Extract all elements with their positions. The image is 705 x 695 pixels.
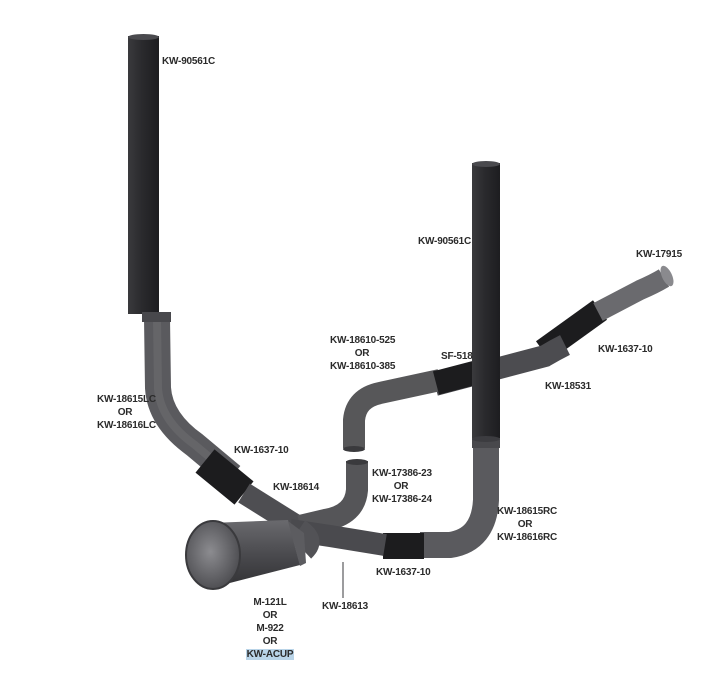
- label-elbow-right-end: KW-17915: [636, 249, 682, 260]
- label-elbow-mid-top-line2: OR: [354, 348, 370, 359]
- label-elbow-left-line1: KW-18615LC: [97, 394, 156, 405]
- label-elbow-left: KW-18615LC OR KW-18616LC: [97, 393, 156, 432]
- label-muffler-line2: OR: [262, 610, 278, 621]
- y-pipe: [288, 519, 387, 559]
- label-muffler-line1: M-121L: [253, 597, 287, 608]
- label-y-pipe: KW-18613: [322, 601, 368, 612]
- label-elbow-right: KW-18615RC OR KW-18616RC: [497, 505, 558, 544]
- left-elbow: [142, 312, 241, 486]
- label-pipe-left: KW-18614: [273, 482, 319, 493]
- label-muffler-line5: KW-ACUP: [244, 648, 296, 661]
- label-elbow-mid-top: KW-18610-525 OR KW-18610-385: [330, 334, 396, 373]
- label-clamp-sf: SF-518: [441, 351, 473, 362]
- right-stack: [472, 161, 500, 439]
- label-stack-right: KW-90561C: [418, 236, 472, 247]
- right-elbow: [420, 436, 500, 558]
- label-elbow-right-line1: KW-18615RC: [497, 506, 558, 517]
- muffler-highlight-text: KW-ACUP: [245, 649, 295, 660]
- label-elbow-center-line1: KW-17386-23: [372, 468, 432, 479]
- label-clamp-upper-right: KW-1637-10: [598, 344, 653, 355]
- label-muffler-line4: OR: [262, 636, 278, 647]
- label-clamp-bottom: KW-1637-10: [376, 567, 431, 578]
- left-clamp: [195, 449, 254, 505]
- right-upper-assembly: [535, 265, 674, 361]
- label-elbow-mid-top-line1: KW-18610-525: [330, 335, 396, 346]
- label-elbow-left-line2: OR: [117, 407, 133, 418]
- label-elbow-left-line3: KW-18616LC: [97, 420, 156, 431]
- label-elbow-center-line2: OR: [393, 481, 409, 492]
- label-pipe-right: KW-18531: [545, 381, 591, 392]
- label-muffler: M-121L OR M-922 OR KW-ACUP: [244, 596, 296, 661]
- sf518-clamp: [432, 360, 482, 395]
- left-pipe: [238, 483, 306, 538]
- center-elbow: [297, 459, 368, 537]
- label-clamp-left: KW-1637-10: [234, 445, 289, 456]
- label-stack-left: KW-90561C: [162, 56, 216, 67]
- label-elbow-center: KW-17386-23 OR KW-17386-24: [372, 467, 432, 506]
- right-cross-pipe: [432, 335, 570, 396]
- label-elbow-right-line2: OR: [517, 519, 533, 530]
- mid-elbow: [343, 369, 443, 452]
- label-elbow-mid-top-line3: KW-18610-385: [330, 361, 396, 372]
- label-elbow-right-line3: KW-18616RC: [497, 532, 558, 543]
- muffler: [185, 520, 306, 590]
- label-elbow-center-line3: KW-17386-24: [372, 494, 432, 505]
- left-stack: [128, 34, 159, 314]
- label-muffler-line3: M-922: [256, 623, 284, 634]
